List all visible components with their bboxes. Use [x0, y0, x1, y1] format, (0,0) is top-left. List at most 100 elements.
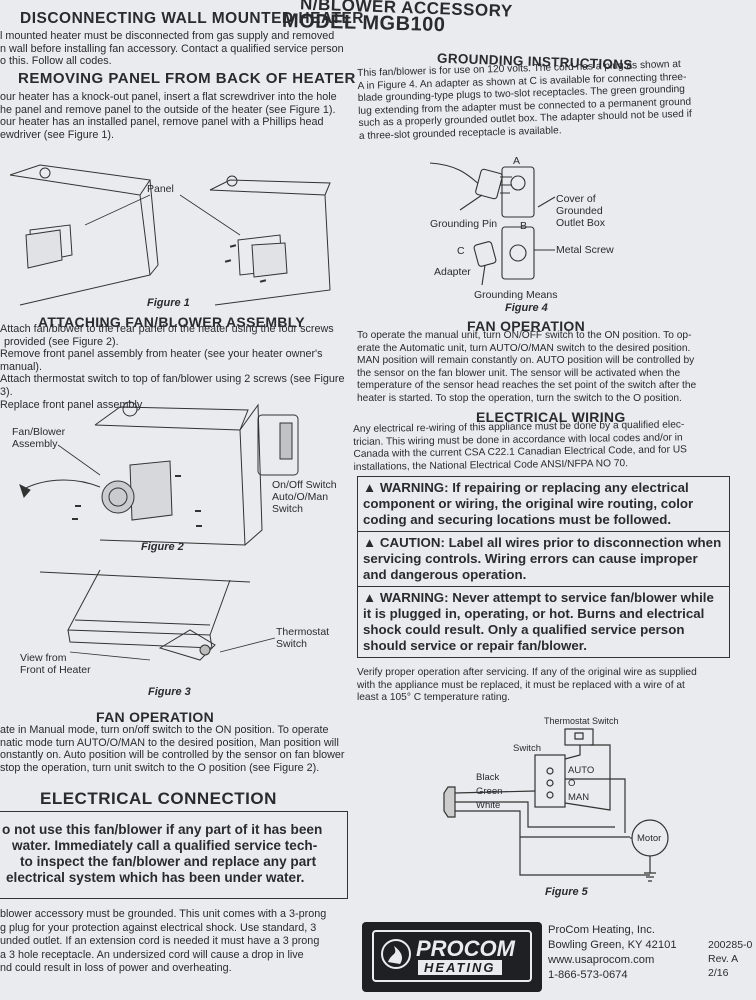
attaching-text: Attach fan/blower to the rear panel of t…	[0, 323, 360, 411]
text-line: natic mode turn AUTO/O/MAN to the desire…	[0, 736, 339, 749]
fig4-cover-label-2: Grounded	[556, 205, 603, 217]
text-line: component or wiring, the original wire r…	[363, 496, 694, 511]
figure-4-drawing	[429, 162, 556, 286]
text-line: least a 105° C temperature rating.	[357, 692, 511, 704]
logo-procom-text: PROCOM	[416, 936, 515, 961]
text-line: and dangerous operation.	[363, 567, 527, 582]
fig4-cover-label-3: Outlet Box	[556, 217, 606, 229]
attaching-title: ATTACHING FAN/BLOWER ASSEMBLY	[38, 314, 305, 330]
grounding-text: This fan/blower is for use on 120 volts.…	[357, 57, 739, 143]
text-line: l mounted heater must be disconnected fr…	[0, 30, 335, 42]
left-fan-op-title: FAN OPERATION	[96, 709, 214, 725]
warning-electrical: ▲ WARNING: If repairing or replacing any…	[358, 477, 729, 532]
text-line: our heater has an installed panel, remov…	[0, 116, 324, 129]
elec-connection-title: ELECTRICAL CONNECTION	[40, 789, 277, 808]
text-line: Remove front panel assembly from heater …	[0, 348, 323, 373]
verify-text: Verify proper operation after servicing.…	[357, 667, 742, 705]
text-line: unded outlet. If an extension cord is ne…	[0, 935, 320, 947]
text-line: WARNING: Never attempt to service fan/bl…	[379, 590, 714, 605]
disconnect-title: DISCONNECTING WALL MOUNTED HEATER	[20, 10, 365, 27]
disconnect-text: l mounted heater must be disconnected fr…	[0, 30, 360, 68]
fig5-o-label: O	[568, 778, 576, 789]
figure-1-drawing	[9, 164, 331, 306]
text-line: water. Immediately call a qualified serv…	[12, 838, 318, 853]
fig3-view-label-2: Front of Heater	[20, 664, 91, 676]
text-line: blower accessory must be grounded. This …	[0, 908, 327, 920]
wiring-title: ELECTRICAL WIRING	[476, 409, 626, 425]
text-line: ewdriver (see Figure 1).	[0, 128, 115, 141]
text-line: o not use this fan/blower if any part of…	[2, 822, 323, 837]
company-city: Bowling Green, KY 42101	[548, 939, 677, 951]
text-line: provided (see Figure 2).	[4, 335, 119, 348]
company-info: ProCom Heating, Inc. Bowling Green, KY 4…	[548, 923, 677, 983]
text-line: stop the operation, turn unit switch to …	[0, 761, 320, 774]
left-fan-op-text: ate in Manual mode, turn on/off switch t…	[0, 724, 360, 774]
fig4-grounding-means-label: Grounding Means	[474, 289, 558, 301]
removing-title: REMOVING PANEL FROM BACK OF HEATER	[18, 70, 356, 87]
text-line: should service or repair fan/blower.	[363, 638, 587, 653]
text-line: WARNING: If repairing or replacing any e…	[379, 480, 689, 495]
fig1-panel-label: Panel	[147, 183, 174, 195]
fig4-cover-label-1: Cover of	[556, 193, 596, 205]
text-line: ate in Manual mode, turn on/off switch t…	[0, 724, 329, 736]
figure-3-caption: Figure 3	[148, 686, 191, 698]
fig5-auto-label: AUTO	[568, 765, 595, 776]
text-line: heater is started. To stop the operation…	[357, 392, 682, 404]
text-line: shock could result. Only a qualified ser…	[363, 622, 685, 637]
text-line: Attach fan/blower to the rear panel of t…	[0, 323, 334, 335]
water-warning-box: o not use this fan/blower if any part of…	[0, 811, 348, 899]
text-line: Replace front panel assembly	[0, 398, 143, 411]
text-line: coding and securing locations must be fo…	[363, 512, 672, 527]
text-line: our heater has a knock-out panel, insert…	[0, 91, 337, 103]
fig4-grounding-pin-label: Grounding Pin	[430, 218, 498, 230]
fig5-man-label: MAN	[568, 792, 590, 803]
doc-date: 2/16	[708, 967, 729, 979]
text-line: onstantly on. Auto position will be cont…	[0, 749, 345, 762]
text-line: n wall before installing fan accessory. …	[0, 42, 344, 55]
doc-meta: 200285-0 Rev. A 2/16	[708, 938, 752, 980]
company-name: ProCom Heating, Inc.	[548, 924, 655, 936]
warning-triangle-icon: ▲	[363, 590, 377, 605]
fig2-switch-label-3: Switch	[272, 503, 303, 515]
fig4-adapter-label: Adapter	[434, 266, 471, 278]
flame-logo-icon	[381, 939, 411, 969]
fig3-thermo-label-1: Thermostat	[276, 626, 330, 638]
text-line: Verify proper operation after servicing.…	[357, 667, 697, 678]
fig3-thermo-label-2: Switch	[276, 638, 307, 650]
warning-triangle-icon: ▲	[363, 535, 377, 550]
figure-2-caption: Figure 2	[141, 541, 184, 553]
text-line: g plug for your protection against elect…	[0, 921, 317, 934]
figure-5-caption: Figure 5	[545, 886, 588, 898]
fig2-switch-label-2: Auto/O/Man	[272, 491, 329, 503]
wiring-text: Any electrical re-wiring of this applian…	[353, 419, 739, 475]
text-line: nd could result in loss of power and ove…	[0, 962, 232, 974]
text-line: temperature of the sensor head reaches t…	[357, 380, 697, 392]
fig5-black-label: Black	[476, 772, 500, 783]
fig4-metal-screw-label: Metal Screw	[556, 244, 614, 256]
figure-1-caption: Figure 1	[147, 297, 190, 309]
right-fan-op-text: To operate the manual unit, turn ON/OFF …	[357, 330, 737, 406]
fig2-fan-label-2: Assembly	[12, 438, 58, 450]
fig5-white-label: White	[476, 800, 501, 811]
procom-logo: PROCOM HEATING	[362, 922, 542, 992]
figure-2-drawing	[19, 401, 299, 546]
fig4-label-a: A	[513, 155, 521, 167]
removing-text: our heater has a knock-out panel, insert…	[0, 91, 360, 141]
fig2-switch-label-1: On/Off Switch	[272, 479, 337, 491]
fig2-fan-label-1: Fan/Blower	[12, 426, 66, 438]
figure-5-drawing	[443, 728, 669, 882]
text-line: the sensor on the fan blower unit. The s…	[357, 367, 681, 379]
text-line: electrical system which has been under w…	[6, 870, 305, 885]
company-phone: 1-866-573-0674	[548, 969, 628, 981]
text-line: CAUTION: Label all wires prior to discon…	[379, 535, 722, 550]
fig5-motor-label: Motor	[637, 833, 662, 844]
fig3-view-label-1: View from	[20, 652, 67, 664]
text-line: Attach thermostat switch to top of fan/b…	[0, 373, 345, 398]
fig4-label-b: B	[520, 220, 528, 232]
fig5-green-label: Green	[476, 786, 503, 797]
warning-service: ▲ WARNING: Never attempt to service fan/…	[358, 587, 729, 657]
text-line: with the appliance must be replaced, it …	[357, 679, 685, 691]
text-line: servicing controls. Wiring errors can ca…	[363, 551, 698, 566]
text-line: he panel and remove panel to the outside…	[0, 103, 336, 116]
